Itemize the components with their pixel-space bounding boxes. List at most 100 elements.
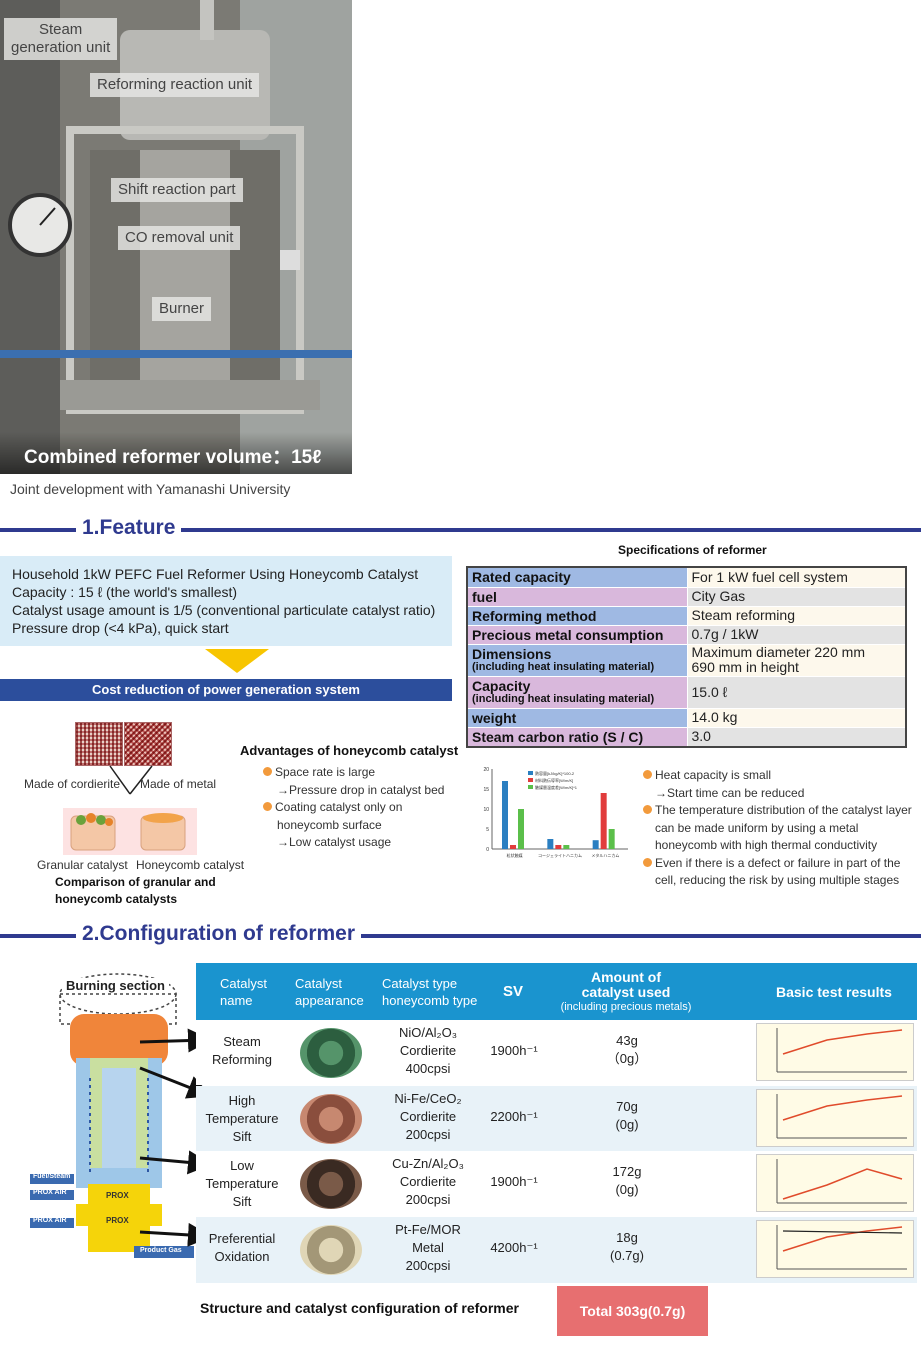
catalyst-type: Cu-Zn/Al₂O₃ Cordierite 200cpsi [392,1156,464,1207]
catalyst-appearance-image [300,1028,362,1078]
connector-arrows [139,1028,212,1247]
legend-label: 熱容量[kJ/kg/K]*100-2 [535,770,575,776]
test-result-plot [776,1028,907,1073]
catalyst-containers-illustration [70,813,186,851]
catalyst-appearance-image [300,1225,362,1275]
cordierite-honeycomb-image [75,722,123,766]
prox-label: PROX [106,1191,129,1200]
test-result-plot [776,1094,907,1139]
feature-summary-box: Household 1kW PEFC Fuel Reformer Using H… [0,556,452,646]
bullet-sub: honeycomb surface [277,817,382,832]
prox-label: PROX [106,1216,129,1225]
catalyst-amount: 70g (0g) [615,1099,639,1132]
catalyst-amount: 172g (0g) [612,1164,642,1197]
test-result-plot [776,1225,907,1270]
label-reforming-reaction: Reforming reaction unit [90,73,260,97]
reformer-structure-diagram [30,973,194,1258]
x-tick-label: 粒状触媒 [507,852,523,858]
configuration-row: Low Temperature Sift Cu-Zn/Al₂O₃ Cordieri… [196,1151,917,1216]
bullet-icon [643,857,652,867]
bullet-text: Heat capacity is small [655,768,772,782]
legend-swatch [528,785,533,789]
y-tick-label: 15 [483,787,489,793]
y-tick-label: 0 [486,847,489,853]
catalyst-amount: 18g (0.7g) [610,1230,644,1263]
basic-test-result-chart [756,1023,914,1081]
catalyst-appearance-image [300,1159,362,1209]
label-shift-reaction: Shift reaction part [111,178,243,202]
bullet-text: Even if there is a defect or failure in … [655,855,901,870]
spec-key: Reforming method [466,605,688,626]
feature-line: Capacity : 15 ℓ (the world's smallest) [12,584,238,600]
bullet-icon [263,802,272,811]
spec-key-text: Rated capacity [472,569,571,586]
spec-value: City Gas [686,586,907,607]
spec-key-text: Precious metal consumption [472,626,664,643]
heat-capacity-bullets: Heat capacity is small →Start time can b… [643,767,912,890]
catalyst-comparison-image [63,808,197,855]
bar [547,839,554,849]
spec-value: 3.0 [686,726,907,748]
list-item: Heat capacity is small [643,767,912,785]
list-item: Space rate is large [263,764,444,782]
down-arrow-icon [205,649,269,673]
metal-honeycomb-image [124,722,172,766]
basic-test-result-chart [756,1089,914,1147]
label-honeycomb-catalyst: Honeycomb catalyst [136,858,245,872]
section2-rule [0,934,921,938]
bullet-icon [643,770,652,779]
section2-title: 2.Configuration of reformer [76,922,362,946]
list-item: Coating catalyst only on [263,799,444,817]
catalyst-name: Low Temperature Sift [205,1158,279,1209]
x-tick-label: メタルハニカム [591,852,619,858]
bar [563,845,570,849]
spec-row: Reforming method Steam reforming [466,605,907,626]
cost-reduction-banner: Cost reduction of power generation syste… [0,679,452,701]
bar [608,829,615,849]
advantages-title: Advantages of honeycomb catalyst [240,743,459,758]
bar [510,845,516,849]
bullet-sub: →Pressure drop in catalyst bed [277,782,445,797]
test-result-plot [776,1159,907,1204]
spec-key-text: Steam carbon ratio (S / C) [472,728,644,745]
legend-swatch [528,771,533,775]
label-made-of-cordierite: Made of cordierite [24,777,121,791]
advantages-list: Space rate is large →Pressure drop in ca… [263,764,444,852]
space-velocity: 2200h⁻¹ [490,1109,538,1124]
fuel-steam-label: Fuel/Steam [33,1173,71,1180]
label-burner: Burner [152,297,212,321]
bullet-text: The temperature distribution of the cata… [655,803,912,817]
header-amount: Amount of catalyst used [581,969,671,1000]
header-amount-sub: (including precious metals) [560,1001,692,1013]
spec-key: Capacity(including heat insulating mater… [466,675,688,709]
feature-line: Catalyst usage amount is 1/5 (convention… [12,602,436,618]
feature-line: Pressure drop (<4 kPa), quick start [12,620,229,636]
structure-caption: Structure and catalyst configuration of … [200,1300,519,1316]
catalyst-type: NiO/Al₂O₃ Cordierite 400cpsi [398,1025,457,1076]
spec-value: Steam reforming [686,605,907,626]
reformer-photo: Steam generation unit Reforming reaction… [0,0,352,474]
label-co-removal: CO removal unit [118,226,241,250]
spec-row: Dimensions(including heat insulating mat… [466,643,907,677]
space-velocity: 1900h⁻¹ [490,1174,538,1189]
bullet-sub: →Low catalyst usage [277,835,392,849]
spec-key-text: Reforming method [472,607,597,624]
spec-row: Steam carbon ratio (S / C) 3.0 [466,726,907,748]
spec-key: fuel [466,586,688,607]
bullet-sub: cell, reducing the risk by using multipl… [655,873,900,887]
bullet-sub: can be made uniform by using a metal [655,820,859,835]
comparison-caption: Comparison of granular and honeycomb cat… [55,875,216,906]
catalyst-type: Ni-Fe/CeO₂ Cordierite 200cpsi [394,1091,462,1142]
spec-key-text: Dimensions [472,646,552,662]
basic-test-result-chart [756,1154,914,1212]
header-catalyst-name: Catalyst name [220,976,267,1008]
spec-key-subtext: (including heat insulating material) [472,661,655,673]
label-steam-generation: Steam generation unit [4,18,118,60]
section1-rule [0,528,921,532]
spec-key: Rated capacity [466,566,688,588]
spec-key: Steam carbon ratio (S / C) [466,726,688,748]
spec-key-text: weight [472,709,517,726]
joint-development-note: Joint development with Yamanashi Univers… [10,481,291,497]
bullet-icon [643,805,652,814]
